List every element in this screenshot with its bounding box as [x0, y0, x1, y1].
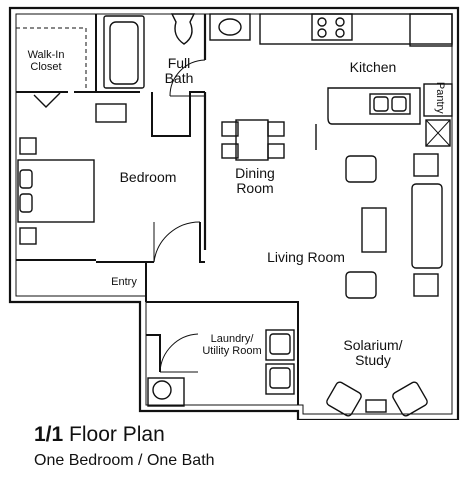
toilet — [170, 13, 196, 45]
coffee-table — [361, 207, 387, 253]
plan-subtitle: One Bedroom / One Bath — [34, 452, 215, 469]
washer — [265, 329, 295, 361]
dryer — [265, 363, 295, 395]
bed — [17, 159, 95, 223]
dining-room-label: Dining Room — [235, 165, 275, 196]
sofa — [411, 183, 443, 269]
plan-unit: 1/1 — [34, 423, 64, 446]
walk-in-closet-label: Walk-In Closet — [27, 49, 65, 73]
bath-sink — [209, 13, 251, 41]
laundry-door-arc — [159, 333, 199, 373]
stove — [311, 13, 353, 41]
full-bath-label: Full Bath — [164, 55, 194, 86]
plan-title: 1/1 Floor Plan — [34, 423, 165, 447]
closet-dashed — [16, 27, 87, 92]
side-table — [413, 153, 439, 177]
pantry-shelf — [425, 119, 451, 147]
plan-title-label: Floor Plan — [69, 423, 165, 446]
entry-label: Entry — [111, 276, 137, 288]
bedroom-door-arc — [153, 221, 201, 263]
laundry-wall — [146, 301, 299, 405]
upper-counter — [259, 13, 453, 45]
refrigerator — [409, 13, 453, 47]
dresser — [95, 103, 127, 123]
floor-plan-drawing — [8, 6, 460, 420]
bath-wall — [96, 91, 205, 137]
washer-inner — [269, 333, 291, 355]
living-room-label: Living Room — [267, 249, 345, 265]
kitchen-island — [327, 87, 421, 125]
small-table — [365, 399, 387, 413]
water-heater — [147, 377, 185, 407]
side-table — [413, 273, 439, 297]
entry-wall — [96, 222, 205, 302]
bathtub-inner — [109, 21, 139, 85]
armchair — [345, 271, 377, 299]
lounge-chair — [392, 381, 428, 417]
dining-table — [235, 119, 269, 161]
pantry-label: Pantry — [433, 81, 446, 114]
kitchen-label: Kitchen — [349, 59, 397, 75]
bathtub — [103, 15, 145, 89]
laundry-label: Laundry/ Utility Room — [202, 333, 262, 357]
pantry-box — [423, 83, 453, 117]
pillow — [19, 169, 33, 189]
water-heater-tank — [152, 380, 172, 400]
lounge-chair — [326, 381, 362, 417]
pillow — [19, 193, 33, 213]
solarium-label: Solarium/ Study — [343, 337, 403, 368]
sink-basin — [218, 18, 242, 36]
kitchen-sink — [369, 93, 411, 115]
armchair — [345, 155, 377, 183]
nightstand — [19, 227, 37, 245]
outer-wall-inner — [15, 13, 453, 415]
nightstand — [19, 137, 37, 155]
dryer-inner — [269, 367, 291, 389]
bedroom-label: Bedroom — [119, 169, 177, 185]
closet-door-v — [33, 92, 61, 108]
outer-wall — [8, 6, 460, 420]
bath-door-arc — [169, 59, 206, 97]
